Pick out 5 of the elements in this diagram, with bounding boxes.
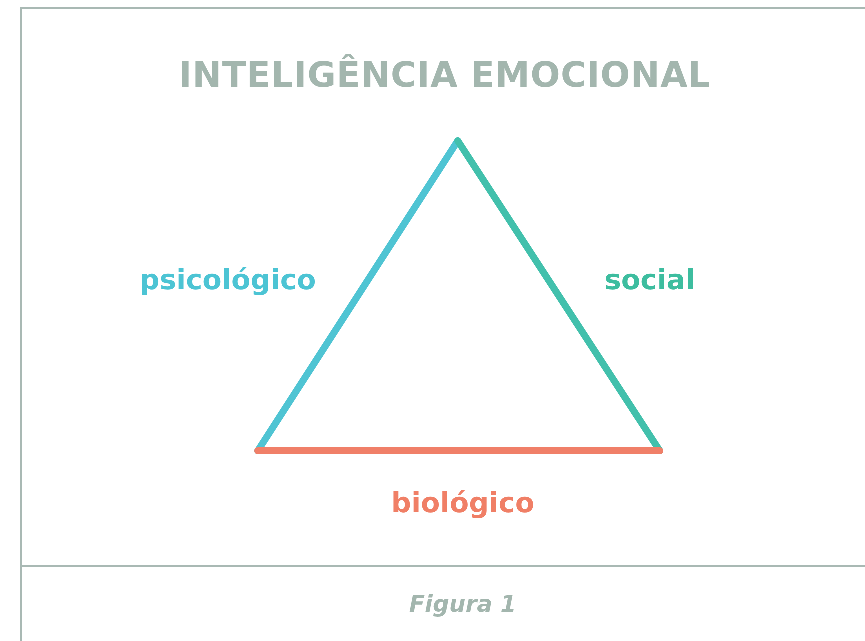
side-label: biológico <box>391 486 535 520</box>
side-label: social <box>604 264 696 296</box>
side-label: psicológico <box>140 264 316 296</box>
caption: Figura 1 <box>409 592 517 618</box>
title: INTELIGÊNCIA EMOCIONAL <box>179 56 711 96</box>
